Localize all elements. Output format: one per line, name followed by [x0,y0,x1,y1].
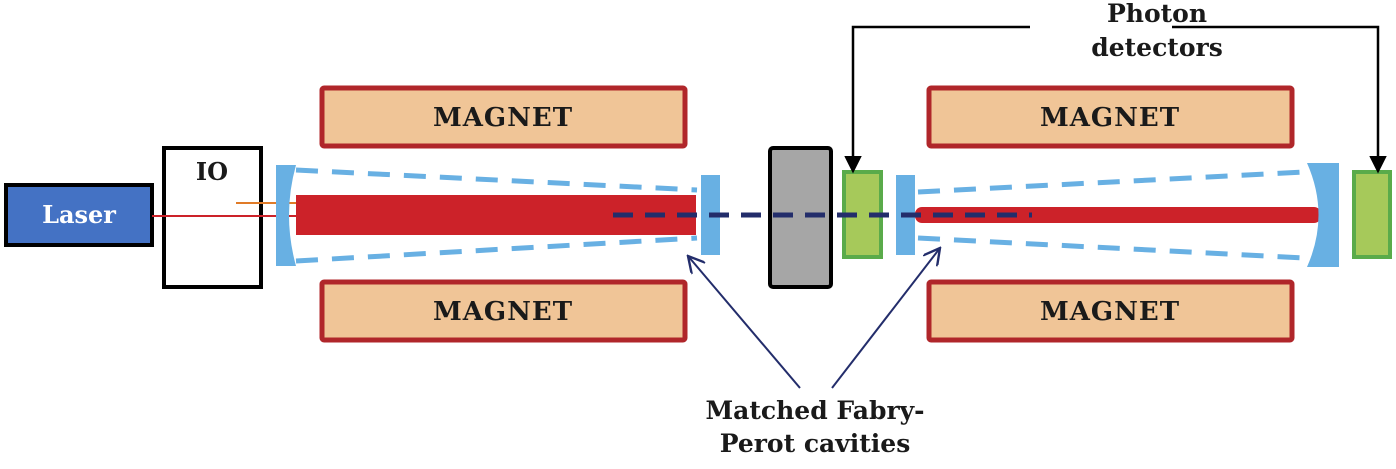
detector-arrow-2 [1172,25,1387,174]
laser-label: Laser [42,200,116,229]
photon-detector-2 [1352,170,1392,259]
magnet-label: MAGNET [1040,297,1180,327]
left-cavity-mode-bottom [295,235,698,264]
detector-arrow-1 [844,25,1030,174]
cavities-label-line1: Matched Fabry- [705,396,924,425]
cavity-arrow-left [688,256,801,389]
photon-detectors-label-line2: detectors [1091,33,1223,62]
isolator-label: IO [196,157,228,186]
magnet-label: MAGNET [433,103,573,133]
left-cavity-mode-top [295,167,698,193]
magnet-top-right: MAGNET [926,85,1295,149]
magnet-label: MAGNET [433,297,573,327]
wall [768,146,833,289]
right-cavity-end-mirror [1307,163,1339,267]
left-cavity-input-mirror [276,165,296,266]
cavity-arrow-right [831,248,940,389]
right-cavity-beam [915,207,1321,223]
right-cavity-mode-top [917,169,1306,195]
magnet-label: MAGNET [1040,103,1180,133]
magnet-bottom-right: MAGNET [926,279,1295,343]
cavities-label-line2: Perot cavities [720,429,911,458]
optical-isolator-box: IO [162,146,263,289]
right-cavity-mode-bottom [917,235,1306,261]
left-cavity-beam [296,195,696,235]
magnet-bottom-left: MAGNET [319,279,688,343]
magnet-top-left: MAGNET [319,85,688,149]
laser-box: Laser [4,183,154,247]
photon-detectors-label-line1: Photon [1107,0,1207,28]
